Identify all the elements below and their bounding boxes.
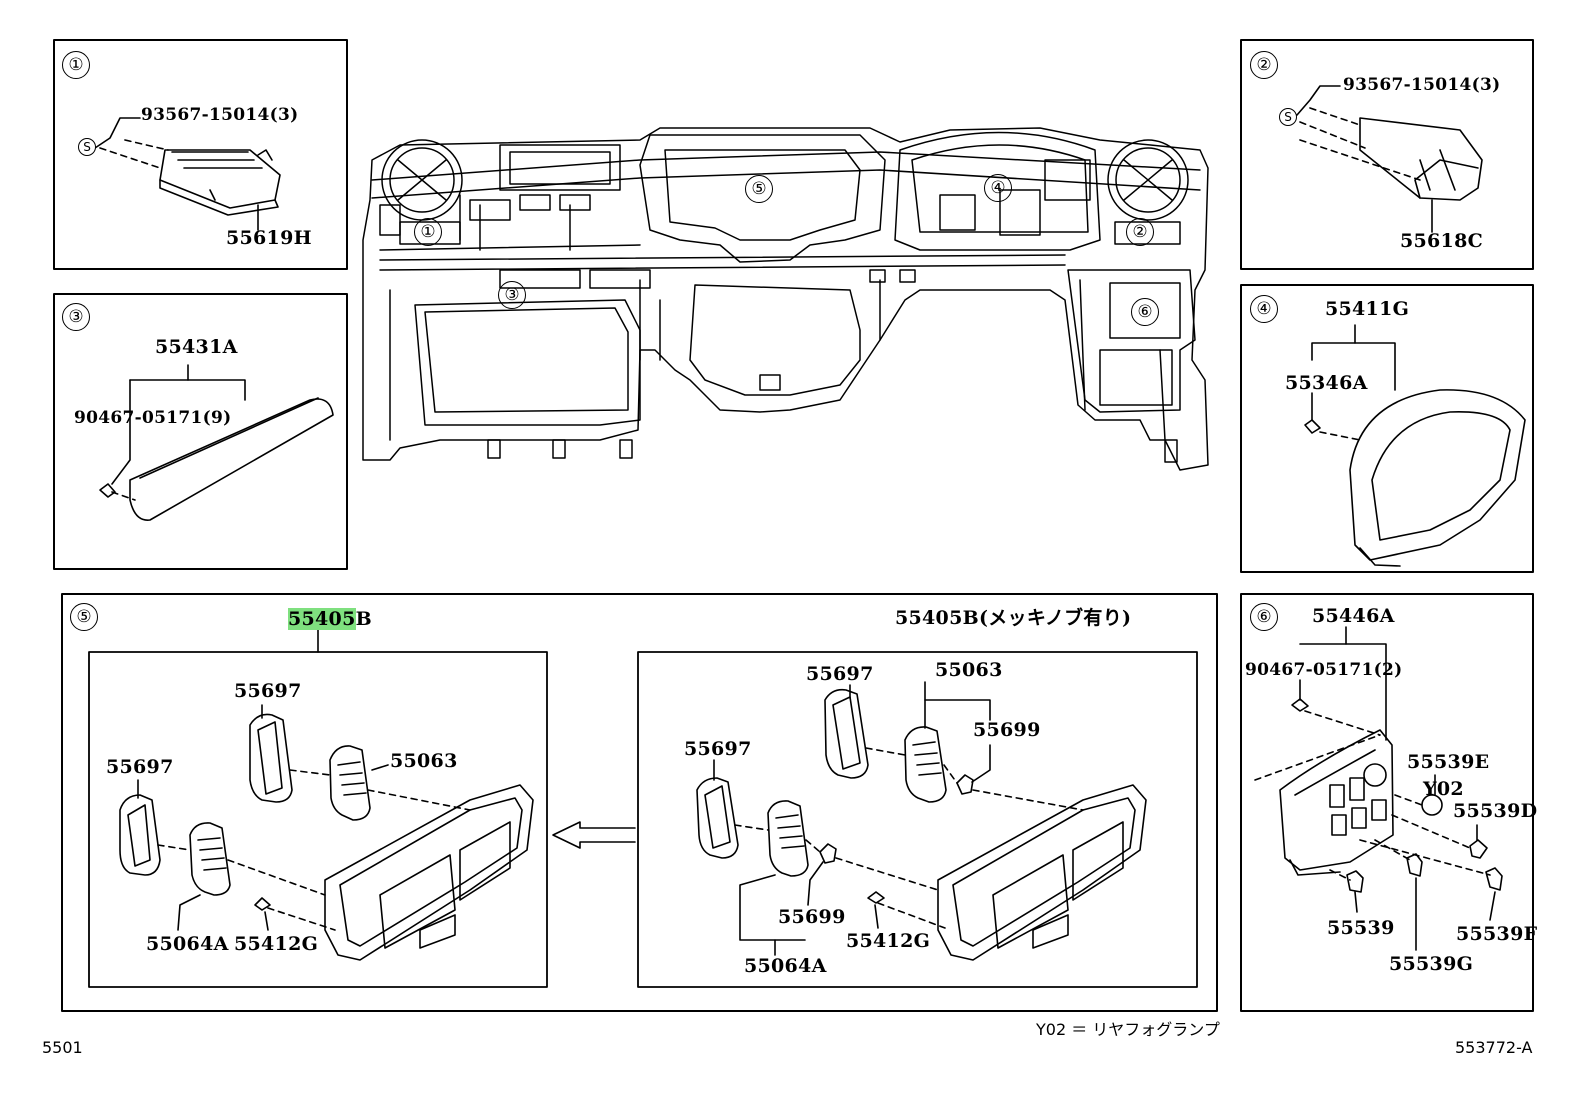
part-label-vent[interactable]: 55063 — [935, 659, 1003, 681]
part-label-finish-panel-highlighted[interactable]: 55405B — [288, 608, 372, 630]
panel-1-vent-illustration — [94, 117, 281, 231]
illustration-code: 553772-A — [1455, 1038, 1533, 1057]
part-label-vent[interactable]: 55064A — [744, 955, 827, 977]
part-label-bolt[interactable]: 93567-15014(3) — [141, 105, 299, 125]
screw-symbol-icon: S — [1279, 108, 1297, 126]
callout-2-panel-badge: ② — [1250, 51, 1278, 79]
leader-line — [739, 874, 806, 941]
leader-line — [874, 904, 879, 929]
panel-5-right-illustration — [696, 681, 1147, 961]
panel-3-garnish-illustration — [99, 364, 334, 521]
leader-line — [111, 379, 131, 485]
callout-6-dashboard: ⑥ — [1131, 298, 1159, 326]
dashboard-main-illustration — [362, 127, 1209, 471]
screw-symbol-icon: S — [78, 138, 96, 156]
callout-4-panel-badge: ④ — [1250, 295, 1278, 323]
part-label-switch[interactable]: 55539 — [1327, 917, 1395, 939]
panel-2-frame — [1240, 39, 1534, 270]
part-label-frame[interactable]: 55697 — [684, 738, 752, 760]
dashed-leader — [99, 139, 169, 169]
part-label-frame[interactable]: 55697 — [806, 663, 874, 685]
panel-5-frame — [61, 593, 1218, 1012]
part-label-vent[interactable]: 55619H — [226, 227, 312, 249]
callout-3-panel-badge: ③ — [62, 303, 90, 331]
part-label-switch-d[interactable]: 55539D — [1453, 800, 1538, 822]
leader-line — [264, 911, 269, 931]
panel-6-frame — [1240, 593, 1534, 1012]
part-label-switch-panel-assembly[interactable]: 55446A — [1312, 605, 1395, 627]
callout-1-dashboard: ① — [414, 218, 442, 246]
panel-3-frame — [53, 293, 348, 570]
part-label-garnish-assembly[interactable]: 55431A — [155, 336, 238, 358]
part-label-hood-assembly[interactable]: 55411G — [1325, 298, 1410, 320]
panel-1-frame — [53, 39, 348, 270]
part-label-bolt[interactable]: 93567-15014(3) — [1343, 75, 1501, 95]
callout-4-dashboard: ④ — [984, 174, 1012, 202]
leader-line — [971, 744, 991, 783]
part-label-clip[interactable]: 55412G — [846, 930, 931, 952]
leader-line — [1299, 643, 1387, 741]
leader-line — [1354, 891, 1358, 913]
part-label-clip[interactable]: 90467-05171(2) — [1245, 660, 1403, 680]
leader-line — [371, 764, 389, 771]
panel-5-right-subframe — [637, 651, 1198, 988]
part-label-switch-f[interactable]: 55539F — [1456, 923, 1538, 945]
dashed-leader — [1299, 107, 1421, 181]
leader-line — [1296, 85, 1341, 116]
part-label-knob[interactable]: 55699 — [778, 906, 846, 928]
part-label-clip[interactable]: 55412G — [234, 933, 319, 955]
part-label-switch-g[interactable]: 55539G — [1389, 953, 1474, 975]
leader-line — [924, 681, 991, 721]
panel-6-switch-illustration — [1254, 626, 1503, 951]
assembly-arrow — [552, 821, 636, 849]
leader-line — [129, 379, 246, 401]
leader-line — [1489, 891, 1496, 921]
part-label-clip[interactable]: 90467-05171(9) — [74, 408, 232, 428]
panel-5-left-illustration — [119, 627, 636, 961]
callout-5-dashboard: ⑤ — [745, 175, 773, 203]
dashed-leader — [734, 747, 1084, 929]
part-label-vent[interactable]: 55064A — [146, 933, 229, 955]
part-label-finish-panel-chrome[interactable]: 55405B(メッキノブ有り) — [895, 607, 1132, 629]
part-label-option-code[interactable]: Y02 — [1423, 778, 1464, 800]
highlighted-part-number: 55405 — [288, 608, 356, 630]
leader-line — [1311, 342, 1396, 391]
part-label-frame[interactable]: 55697 — [234, 680, 302, 702]
leader-line — [177, 894, 201, 931]
option-code-note: Y02 ＝ リヤフォグランプ — [1036, 1020, 1220, 1039]
leader-line — [807, 861, 824, 906]
dashed-leader — [157, 769, 471, 931]
callout-3-dashboard: ③ — [498, 281, 526, 309]
dashed-leader — [111, 491, 136, 501]
dashed-leader — [1254, 710, 1491, 881]
part-label-vent[interactable]: 55063 — [390, 750, 458, 772]
part-label-switch-e[interactable]: 55539E — [1407, 751, 1490, 773]
part-label-frame[interactable]: 55697 — [106, 756, 174, 778]
part-label-knob[interactable]: 55699 — [973, 719, 1041, 741]
callout-2-dashboard: ② — [1126, 218, 1154, 246]
panel-4-hood-illustration — [1304, 324, 1526, 567]
callout-1-panel-badge: ① — [62, 51, 90, 79]
leader-line — [94, 117, 141, 149]
callout-5-panel-badge: ⑤ — [70, 603, 98, 631]
page-code-left: 5501 — [42, 1038, 83, 1057]
part-label-vent[interactable]: 55618C — [1400, 230, 1484, 252]
panel-4-frame — [1240, 284, 1534, 573]
panel-2-vent-illustration — [1296, 85, 1483, 233]
part-suffix: B — [355, 608, 372, 630]
part-label-clip[interactable]: 55346A — [1285, 372, 1368, 394]
dashed-leader — [1319, 431, 1361, 441]
callout-6-panel-badge: ⑥ — [1250, 603, 1278, 631]
